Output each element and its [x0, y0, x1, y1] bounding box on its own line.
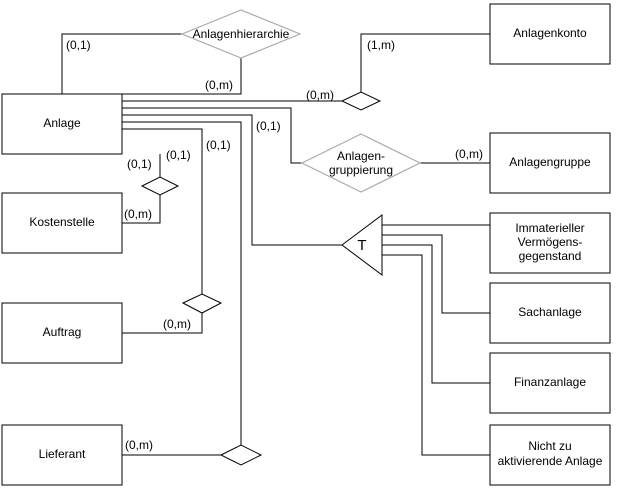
- line-anlage-spezialisierung: [122, 114, 342, 246]
- entity-sachanlage[interactable]: Sachanlage: [489, 282, 611, 344]
- line-konto-konto: [360, 33, 490, 92]
- entity-lieferant[interactable]: Lieferant: [1, 424, 123, 486]
- cardinality-auftrag-anlage: (0,1): [166, 148, 191, 162]
- entity-nicht-aktiv-label-line1: Nicht zu: [528, 439, 571, 453]
- entity-anlagenkonto-label: Anlagenkonto: [513, 26, 587, 40]
- line-lieferant-anlage: [122, 121, 242, 445]
- relationship-anlagenhierarchie[interactable]: Anlagenhierarchie: [180, 9, 302, 59]
- entity-immateriell-label-line3: gegenstand: [519, 249, 582, 263]
- cardinality-lieferant-anlage: (0,1): [206, 138, 231, 152]
- line-sub-finanzanlage: [382, 244, 490, 384]
- relationship-anlagengruppierung-label-line1: Anlagen-: [337, 149, 385, 163]
- cardinality-konto-konto: (1,m): [367, 38, 395, 52]
- relationship-anlagenhierarchie-label: Anlagenhierarchie: [193, 27, 290, 41]
- entity-immaterieller-vermoegensgegenstand[interactable]: Immaterieller Vermögens- gegenstand: [489, 212, 611, 274]
- line-gruppierung-anlage: [122, 107, 302, 164]
- cardinality-konto-anlage: (0,m): [306, 88, 334, 102]
- cardinality-lieferant-lieferant: (0,m): [125, 438, 153, 452]
- relationship-anlagengruppierung-label-line2: gruppierung: [329, 163, 393, 177]
- cardinality-auftrag-auftrag: (0,m): [163, 317, 191, 331]
- entity-finanzanlage[interactable]: Finanzanlage: [489, 352, 611, 414]
- relationship-anlage-kostenstelle[interactable]: [140, 176, 180, 196]
- cardinality-hierarchie-bottom: (0,m): [205, 78, 233, 92]
- entity-lieferant-label: Lieferant: [39, 447, 86, 461]
- relationship-anlage-lieferant[interactable]: [219, 444, 263, 466]
- cardinality-kostenstelle-kostenstelle: (0,m): [124, 207, 152, 221]
- specialization-triangle[interactable]: T: [341, 214, 383, 276]
- entity-anlage[interactable]: Anlage: [1, 93, 123, 155]
- cardinality-labels: (0,1) (0,m) (0,m) (1,m) (0,1) (0,m) (0,1…: [66, 38, 483, 452]
- line-auftrag-anlage: [122, 128, 203, 294]
- line-sub-nicht-aktiv: [382, 254, 490, 456]
- entity-immateriell-label-line2: Vermögens-: [518, 235, 583, 249]
- line-sub-sachanlage: [382, 234, 490, 314]
- cardinality-gruppierung-gruppe: (0,m): [455, 147, 483, 161]
- line-kostenstelle-kostenstelle: [122, 195, 161, 224]
- entity-auftrag-label: Auftrag: [43, 325, 82, 339]
- line-hierarchie-top: [61, 33, 182, 94]
- entity-nicht-zu-aktivierende-anlage[interactable]: Nicht zu aktivierende Anlage: [489, 424, 611, 486]
- entity-anlagengruppe[interactable]: Anlagengruppe: [489, 132, 611, 194]
- entity-kostenstelle-label: Kostenstelle: [29, 215, 95, 229]
- specialization-symbol: T: [357, 237, 366, 254]
- entity-anlage-label: Anlage: [43, 116, 81, 130]
- entity-finanzanlage-label: Finanzanlage: [514, 375, 586, 389]
- entity-immateriell-label-line1: Immaterieller: [515, 221, 584, 235]
- connectors: [61, 33, 490, 456]
- cardinality-gruppierung-anlage: (0,1): [256, 119, 281, 133]
- cardinality-hierarchie-top: (0,1): [66, 38, 91, 52]
- entity-sachanlage-label: Sachanlage: [518, 305, 582, 319]
- cardinality-kostenstelle-anlage: (0,1): [127, 157, 152, 171]
- entity-kostenstelle[interactable]: Kostenstelle: [1, 192, 123, 254]
- line-hierarchie-bottom: [122, 58, 242, 95]
- entity-anlagenkonto[interactable]: Anlagenkonto: [489, 3, 611, 65]
- entity-auftrag[interactable]: Auftrag: [1, 302, 123, 364]
- relationship-anlage-auftrag[interactable]: [181, 293, 223, 314]
- line-auftrag-auftrag: [122, 313, 203, 334]
- relationship-anlagengruppierung[interactable]: Anlagen- gruppierung: [300, 133, 422, 193]
- entity-anlagengruppe-label: Anlagengruppe: [509, 155, 591, 169]
- entity-nicht-aktiv-label-line2: aktivierende Anlage: [498, 454, 603, 468]
- relationship-anlage-anlagenkonto[interactable]: [340, 91, 382, 111]
